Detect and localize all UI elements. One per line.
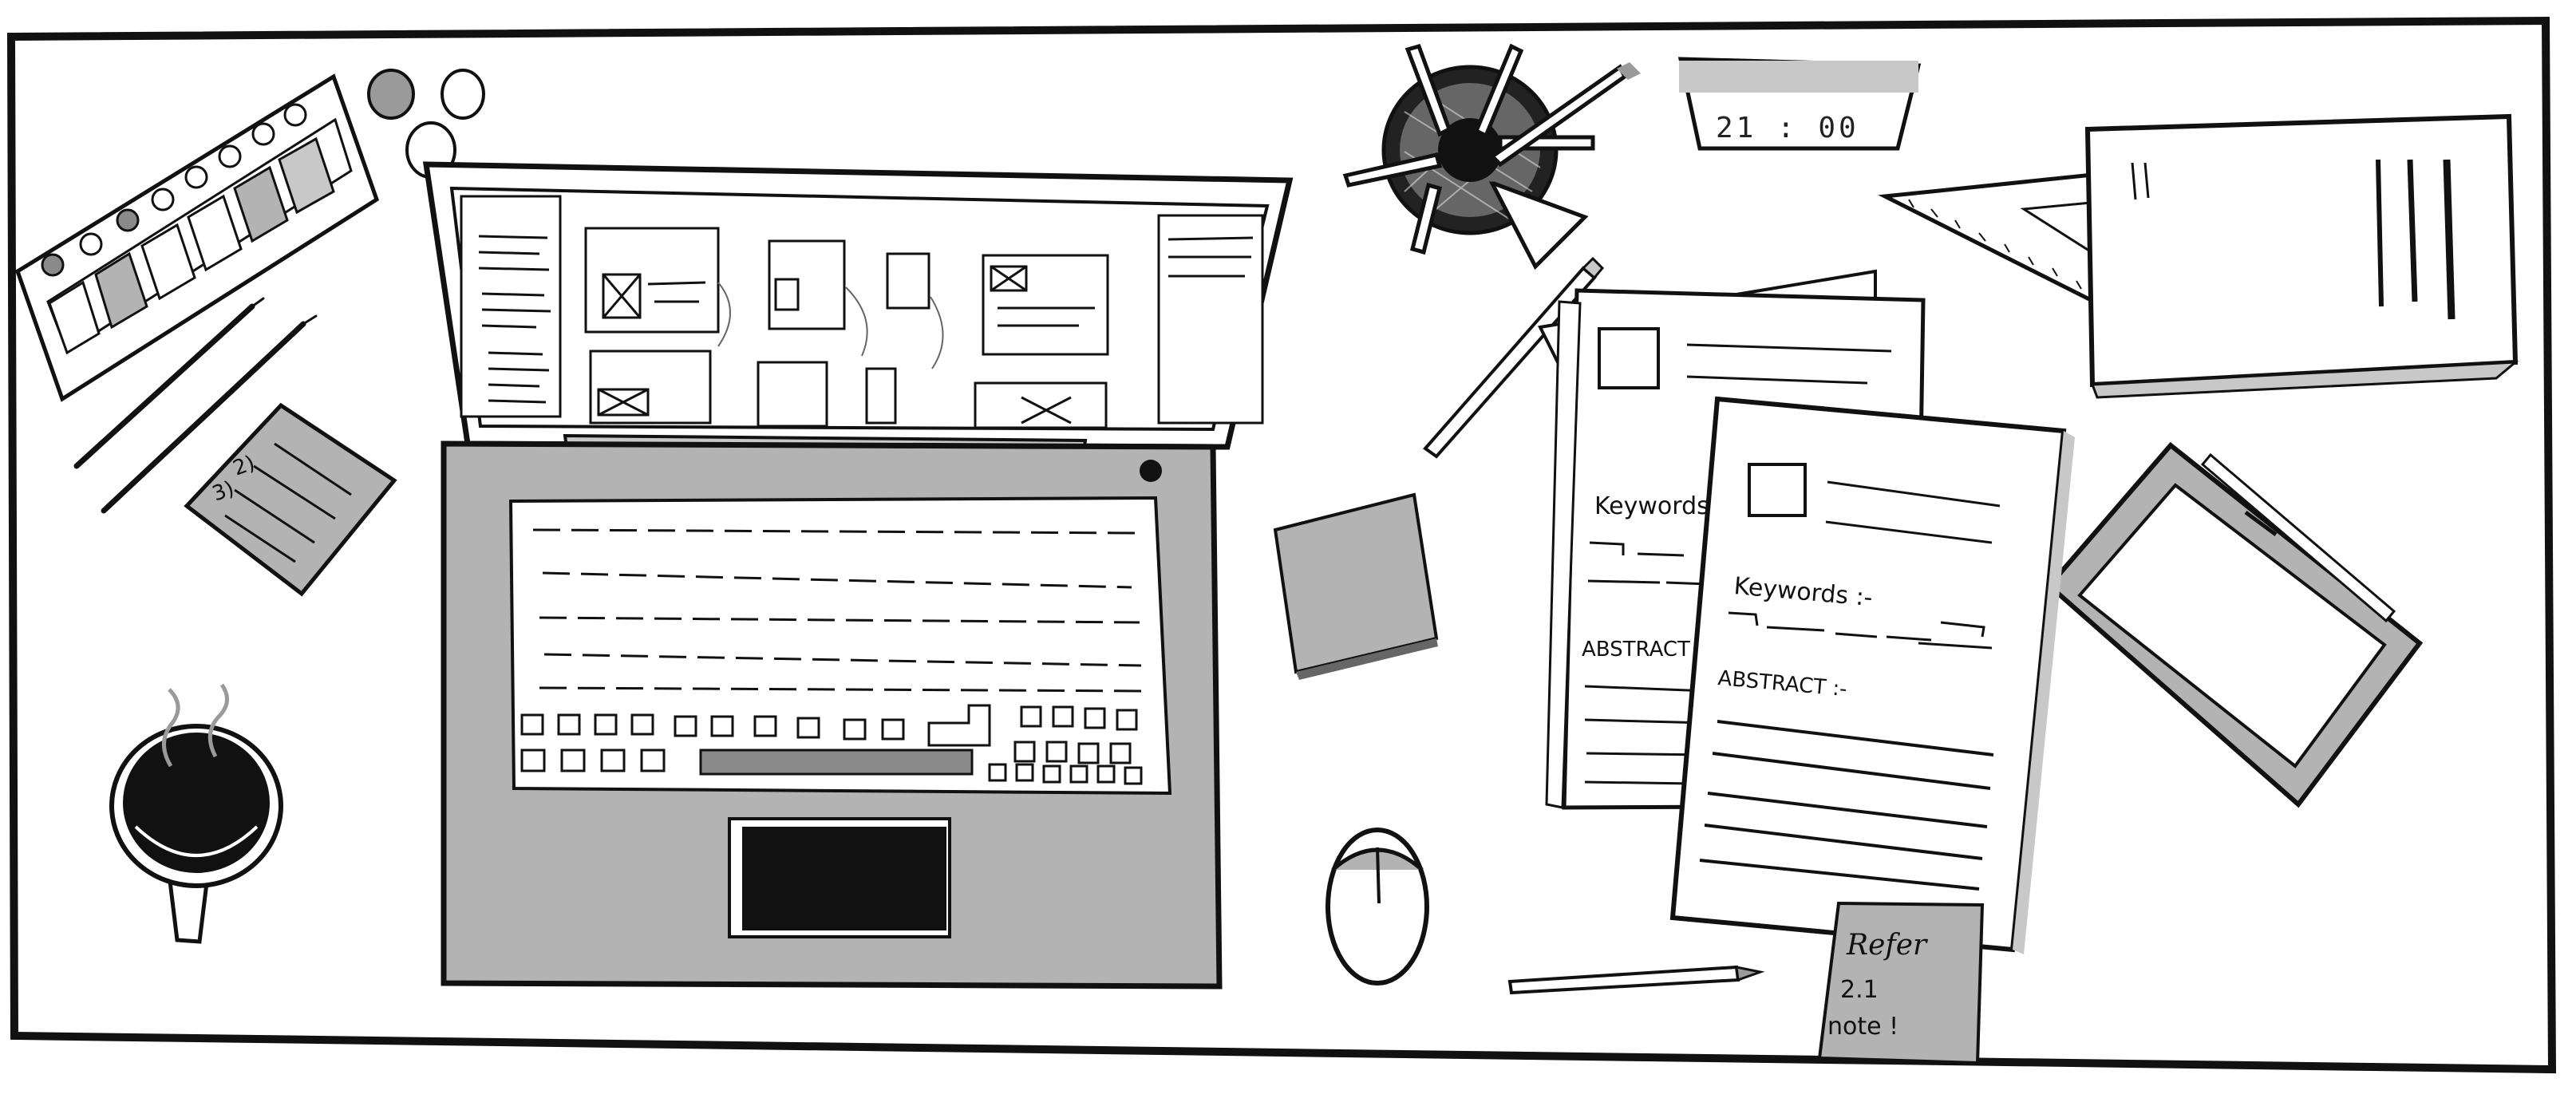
sticky-note-refer-line-2: 2.1 xyxy=(1840,976,1879,1004)
pen xyxy=(1423,256,1605,459)
sticky-note-refer-line-3: note ! xyxy=(1827,1013,1898,1041)
paint-dots xyxy=(367,69,485,179)
sticky-note-refer-line-1: Refer xyxy=(1846,929,1928,962)
paint-palette xyxy=(14,73,380,402)
laptop-keyboard xyxy=(508,496,1172,796)
desk-clock: 21 : 00 xyxy=(1677,57,1922,151)
laptop-screen-content xyxy=(460,195,1264,429)
coffee-mug xyxy=(109,683,283,944)
tablet xyxy=(2045,441,2424,808)
laptop-trackpad xyxy=(728,817,951,938)
set-square xyxy=(1878,172,2109,312)
laptop xyxy=(422,161,1294,990)
paper-front: Keywords :- ABSTRACT :- xyxy=(1669,396,2075,954)
pencil xyxy=(1507,965,1765,995)
paper-back-keywords-label: Keywords xyxy=(1594,492,1709,520)
paper-back-abstract-label: ABSTRACT xyxy=(1582,638,1690,662)
paint-brushes xyxy=(73,297,318,514)
computer-mouse xyxy=(1326,828,1429,986)
sticky-note-blank xyxy=(1273,492,1439,680)
sticky-note-list: 2) 3) xyxy=(184,402,397,597)
desk-clock-time: 21 : 00 xyxy=(1716,112,1859,144)
sticky-note-refer: Refer 2.1 note ! xyxy=(1817,901,1985,1065)
closed-notebook xyxy=(2084,113,2519,399)
pen-holder xyxy=(1342,43,1641,271)
